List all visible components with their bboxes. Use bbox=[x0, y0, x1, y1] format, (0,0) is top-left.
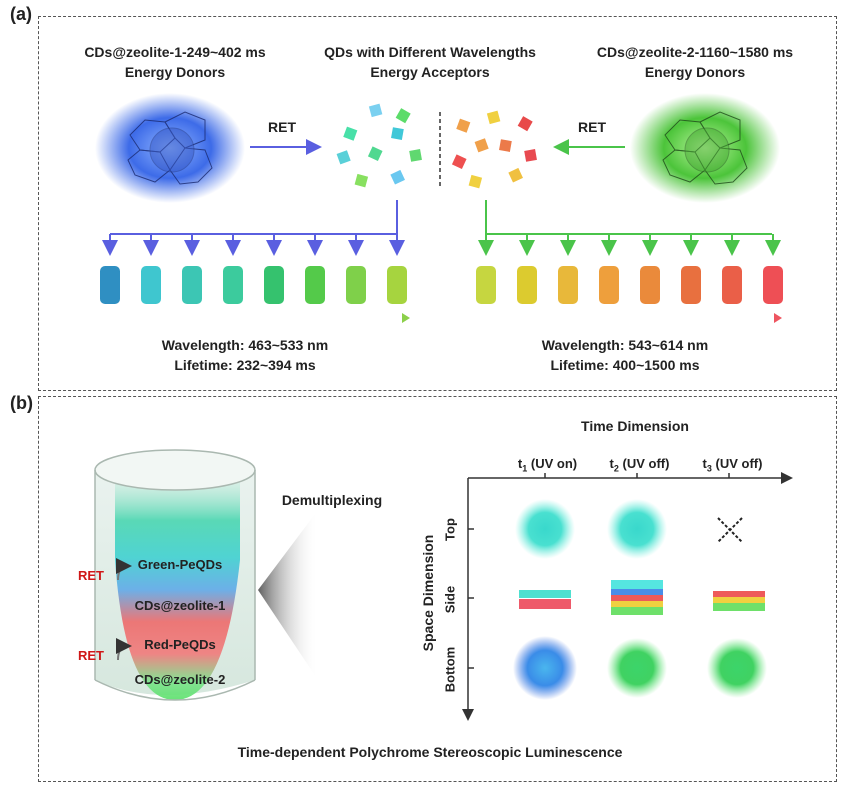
acceptor-title: QDs with Different Wavelengths bbox=[324, 44, 536, 60]
space-dimension-label: Space Dimension bbox=[420, 534, 436, 652]
layer-cds-zeolite-2: CDs@zeolite-2 bbox=[134, 672, 226, 687]
t2-label: t2 (UV off) bbox=[609, 456, 670, 474]
color-bar bbox=[640, 266, 660, 304]
panel-a-label: (a) bbox=[10, 4, 32, 24]
layer-red-peqds: Red-PeQDs bbox=[144, 637, 216, 652]
top-t3-cross-icon bbox=[717, 517, 743, 543]
row-top-label: Top bbox=[442, 518, 458, 541]
right-donor-title: CDs@zeolite-2-1160~1580 ms bbox=[596, 44, 794, 60]
color-bar bbox=[722, 266, 742, 304]
color-bar bbox=[346, 266, 366, 304]
color-bar bbox=[558, 266, 578, 304]
left-distribution-tree bbox=[110, 200, 398, 235]
green-zeolite-donor bbox=[630, 93, 780, 203]
color-bar bbox=[141, 266, 161, 304]
color-bar bbox=[681, 266, 701, 304]
right-color-bars bbox=[476, 266, 783, 304]
ret-label-right: RET bbox=[578, 119, 606, 135]
side-t2-stripes bbox=[611, 580, 663, 615]
left-wavelength: Wavelength: 463~533 nm bbox=[161, 337, 329, 353]
color-bar bbox=[305, 266, 325, 304]
layer-green-peqds: Green-PeQDs bbox=[137, 557, 223, 572]
bottom-t2-spot bbox=[607, 638, 667, 698]
bottom-t3-spot bbox=[707, 638, 767, 698]
color-bar bbox=[100, 266, 120, 304]
qd-cubes-cool bbox=[336, 103, 422, 188]
layered-cylinder bbox=[94, 449, 256, 701]
ret-label-2: RET bbox=[78, 648, 104, 663]
color-bar bbox=[264, 266, 284, 304]
color-bar bbox=[763, 266, 783, 304]
axis-ticks bbox=[468, 473, 730, 669]
left-donor-subtitle: Energy Donors bbox=[124, 64, 226, 80]
left-donor-title: CDs@zeolite-1-249~402 ms bbox=[84, 44, 266, 60]
left-lifetime: Lifetime: 232~394 ms bbox=[174, 357, 316, 373]
ret-label-1: RET bbox=[78, 568, 104, 583]
t1-label: t1 (UV on) bbox=[517, 456, 578, 474]
demultiplexing-label: Demultiplexing bbox=[281, 492, 383, 508]
color-bar bbox=[599, 266, 619, 304]
acceptor-subtitle: Energy Acceptors bbox=[370, 64, 490, 80]
time-dimension-label: Time Dimension bbox=[581, 418, 689, 434]
color-bar bbox=[387, 266, 407, 304]
panel-a-box bbox=[38, 16, 837, 391]
right-wavelength: Wavelength: 543~614 nm bbox=[541, 337, 709, 353]
ret-curve-1 bbox=[115, 558, 132, 581]
layer-cds-zeolite-1: CDs@zeolite-1 bbox=[134, 598, 226, 613]
row-bottom-label: Bottom bbox=[442, 646, 458, 693]
color-bar bbox=[476, 266, 496, 304]
color-bar bbox=[182, 266, 202, 304]
color-bar bbox=[517, 266, 537, 304]
left-color-bars bbox=[100, 266, 407, 304]
bottom-t1-spot bbox=[513, 636, 577, 700]
right-branch-arrows bbox=[478, 234, 781, 256]
panel-b-box bbox=[38, 396, 837, 782]
side-t3-stripes bbox=[713, 591, 765, 611]
color-bar bbox=[223, 266, 243, 304]
ret-curve-2 bbox=[115, 638, 132, 661]
right-distribution-tree bbox=[485, 200, 772, 235]
right-donor-subtitle: Energy Donors bbox=[644, 64, 746, 80]
t3-label: t3 (UV off) bbox=[702, 456, 763, 474]
demultiplexing-cone bbox=[258, 510, 318, 680]
right-lifetime: Lifetime: 400~1500 ms bbox=[550, 357, 700, 373]
qd-cubes-warm bbox=[451, 110, 537, 189]
left-branch-arrows bbox=[102, 234, 405, 256]
panel-b-caption: Time-dependent Polychrome Stereoscopic L… bbox=[237, 744, 623, 760]
blue-zeolite-donor bbox=[95, 93, 245, 203]
top-t2-spot bbox=[607, 499, 667, 559]
top-t1-spot bbox=[515, 499, 575, 559]
row-side-label: Side bbox=[442, 585, 458, 614]
side-t1-stripes bbox=[519, 590, 571, 609]
panel-b-label: (b) bbox=[10, 393, 33, 413]
ret-label-left: RET bbox=[268, 119, 296, 135]
